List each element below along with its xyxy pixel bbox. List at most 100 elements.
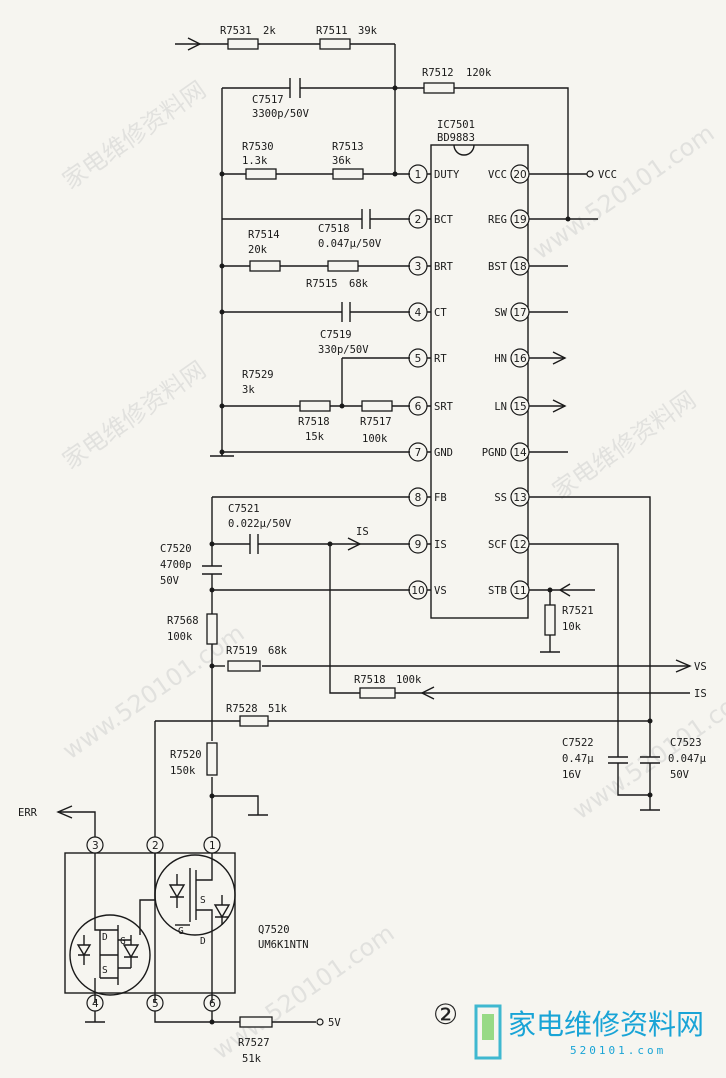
- resistors: [206, 38, 556, 1028]
- ic-pin-number: 9: [415, 539, 422, 551]
- svg-text:5: 5: [152, 998, 159, 1010]
- label-r7528-value: 51k: [268, 703, 288, 715]
- capacitor-c7521: [249, 534, 259, 554]
- ic-pin-number-circle: [510, 534, 530, 554]
- label-q7520-ref: Q7520: [258, 924, 290, 936]
- junctions: [209, 85, 653, 1025]
- capacitor-c7519: [341, 302, 351, 322]
- ic-pin-name: SS: [494, 492, 507, 504]
- resistor-r7521: [544, 604, 556, 636]
- watermark-text: www.520101.com: [527, 119, 719, 265]
- ic-pin-name: DUTY: [434, 169, 460, 181]
- ic-pin-number: 11: [513, 585, 526, 597]
- label-r7518a-ref: R7518: [298, 416, 330, 428]
- label-c7520-ref: C7520: [160, 543, 192, 555]
- ic-pin-number-circle: [510, 256, 530, 276]
- resistor-r7519: [227, 660, 261, 672]
- label-r7529-ref: R7529: [242, 369, 274, 381]
- label-r7512-value: 120k: [466, 67, 492, 79]
- label-r7518b-value: 100k: [396, 674, 422, 686]
- label-c7520-value: 4700p: [160, 559, 192, 571]
- ic-pin-name: REG: [488, 214, 507, 226]
- ic-pin-name: IS: [434, 539, 447, 551]
- label-c7517-ref: C7517: [252, 94, 284, 106]
- label-c7523-voltage: 50V: [670, 769, 690, 781]
- resistor-r7518-100k: [359, 687, 396, 699]
- resistor-r7530: [245, 168, 277, 180]
- label-r7531-ref: R7531: [220, 25, 252, 37]
- ic-pin-name: SCF: [488, 539, 507, 551]
- label-c7519-value: 330p/50V: [318, 344, 369, 356]
- label-r7521-ref: R7521: [562, 605, 594, 617]
- label-r7517-value: 100k: [362, 433, 388, 445]
- figure-number: ②: [433, 998, 458, 1031]
- resistor-r7528: [239, 715, 269, 727]
- ic-pin-number-circle: [510, 580, 530, 600]
- ic-pin-number: 5: [415, 353, 422, 365]
- ic-pin-number: 19: [513, 214, 526, 226]
- watermark-text: 家电维修资料网: [547, 386, 701, 505]
- vcc-terminal: [586, 170, 594, 178]
- component-labels: R7531 2k R7511 39k R7512 120k C7517 3300…: [160, 25, 707, 1065]
- ic-pin-number: 1: [415, 169, 422, 181]
- ic-pin-name: VS: [434, 585, 447, 597]
- transistor-q7520: 3 2 1 4 5 6 D S G: [64, 836, 236, 1012]
- ic-right-pins: 20VCC19REG18BST17SW16HN15LN14PGND13SS12S…: [482, 164, 530, 600]
- label-r7530-ref: R7530: [242, 141, 274, 153]
- ic-pin-name: LN: [494, 401, 507, 413]
- resistor-r7515: [327, 260, 359, 272]
- net-is-label: IS: [356, 526, 369, 538]
- ic-pin-number: 14: [513, 447, 527, 459]
- q-pin-1: 1: [203, 836, 221, 854]
- label-r7519-value: 68k: [268, 645, 288, 657]
- label-c7519-ref: C7519: [320, 329, 352, 341]
- ic-pin-number: 7: [415, 447, 422, 459]
- label-c7517-value: 3300p/50V: [252, 108, 310, 120]
- ic-pin-number-circle: [510, 487, 530, 507]
- watermark-layer: 家电维修资料网 www.520101.com 家电维修资料网 家电维修资料网 w…: [57, 76, 726, 1065]
- ic-pin-number: 4: [415, 307, 422, 319]
- capacitor-c7523: [640, 756, 660, 764]
- resistor-r7520: [206, 742, 218, 776]
- ic-pin-name: RT: [434, 353, 447, 365]
- net-err-label: ERR: [18, 807, 38, 819]
- ic-pin-12: 12 SCF: [488, 534, 530, 554]
- capacitor-c7518: [361, 209, 371, 229]
- resistor-r7527: [239, 1016, 273, 1028]
- ic-pin-name: VCC: [488, 169, 507, 181]
- q-pin-3: 3: [86, 836, 104, 854]
- label-r7512-ref: R7512: [422, 67, 454, 79]
- watermark-text: www.520101.com: [57, 619, 249, 765]
- resistor-r7513: [332, 168, 364, 180]
- ic-pin-number-circle: [510, 164, 530, 184]
- ic-pin-name: SRT: [434, 401, 454, 413]
- label-r7513-ref: R7513: [332, 141, 364, 153]
- label-r7530-value: 1.3k: [242, 155, 268, 167]
- q-right-d-label: D: [200, 936, 206, 947]
- ic-pin-number-circle: [510, 442, 530, 462]
- label-r7513-value: 36k: [332, 155, 352, 167]
- ic-pin-number: 17: [513, 307, 526, 319]
- q-left-s-label: S: [102, 965, 108, 976]
- svg-text:1: 1: [209, 840, 216, 852]
- label-r7514-ref: R7514: [248, 229, 280, 241]
- mosfet-right: S G D: [154, 853, 236, 1003]
- ic-pin-1: 1 DUTY: [408, 164, 460, 184]
- label-r7568-value: 100k: [167, 631, 193, 643]
- svg-text:4: 4: [92, 998, 99, 1010]
- label-r7521-value: 10k: [562, 621, 582, 633]
- ic-pin-name: HN: [494, 353, 507, 365]
- ic-pin-name: GND: [434, 447, 453, 459]
- ic-pin-number: 8: [415, 492, 422, 504]
- ic-pin-number: 15: [513, 401, 526, 413]
- ic-pin-number: 12: [513, 539, 526, 551]
- label-c7518-ref: C7518: [318, 223, 350, 235]
- svg-text:6: 6: [209, 998, 216, 1010]
